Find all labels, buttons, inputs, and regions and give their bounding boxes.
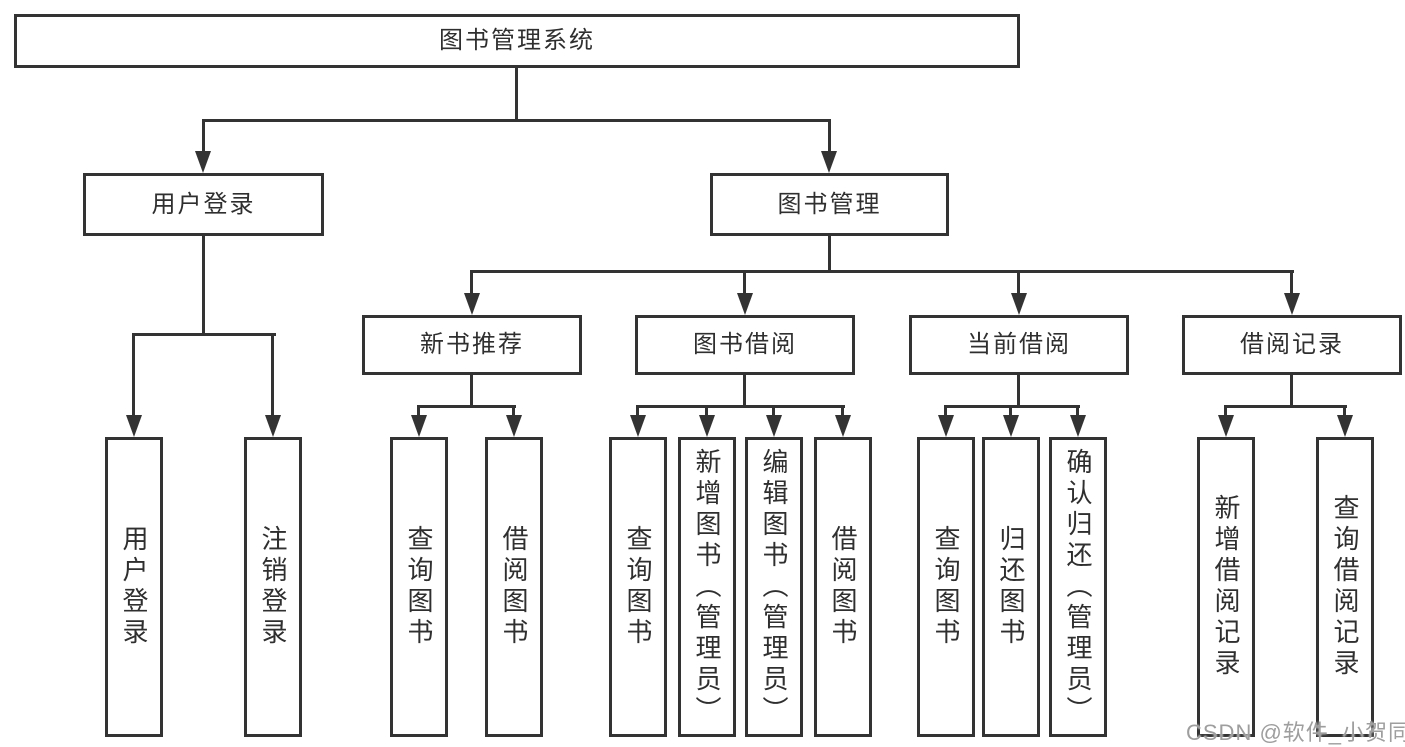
arrow-down-icon (411, 415, 427, 437)
node-root-label: 图书管理系统 (439, 27, 595, 54)
leaf-edit-book-admin-label: 编辑图书（管理员） (759, 447, 789, 727)
edge-recommend-stem (470, 373, 473, 407)
leaf-user-login: 用户登录 (105, 437, 163, 737)
arrow-down-icon (195, 151, 211, 173)
arrow-down-icon (766, 415, 782, 437)
arrow-down-icon (630, 415, 646, 437)
arrow-down-icon (1337, 415, 1353, 437)
arrow-down-icon (938, 415, 954, 437)
leaf-query-books-borrow-label: 查询图书 (623, 525, 653, 649)
node-root: 图书管理系统 (14, 14, 1020, 68)
edge-borrow-drop-1 (636, 405, 639, 419)
edge-current-bus (944, 405, 1080, 408)
edge-borrow-drop-4 (841, 405, 844, 419)
arrow-down-icon (1070, 415, 1086, 437)
node-current-borrow-label: 当前借阅 (967, 331, 1071, 358)
edge-borrow-drop-3 (772, 405, 775, 419)
node-user-login-label: 用户登录 (151, 190, 256, 218)
node-book-borrow: 图书借阅 (635, 315, 855, 375)
arrow-down-icon (1011, 293, 1027, 315)
leaf-borrow-books-borrow-label: 借阅图书 (828, 525, 858, 649)
edge-root-drop-right (828, 119, 831, 153)
arrow-down-icon (737, 293, 753, 315)
edge-records-stem (1290, 373, 1293, 407)
arrow-down-icon (699, 415, 715, 437)
edge-records-drop-1 (1224, 405, 1227, 419)
arrow-down-icon (1218, 415, 1234, 437)
edge-root-bus (202, 119, 831, 122)
node-book-management-label: 图书管理 (777, 190, 882, 218)
edge-borrow-drop-2 (705, 405, 708, 419)
edge-userlogin-drop-2 (271, 333, 274, 417)
leaf-edit-book-admin: 编辑图书（管理员） (745, 437, 803, 737)
edge-root-drop-left (202, 119, 205, 153)
edge-userlogin-bus (132, 333, 276, 336)
edge-userlogin-drop-1 (132, 333, 135, 417)
edge-recommend-bus (417, 405, 516, 408)
arrow-down-icon (265, 415, 281, 437)
leaf-add-book-admin-label: 新增图书（管理员） (692, 447, 722, 727)
arrow-down-icon (506, 415, 522, 437)
edge-current-drop-1 (944, 405, 947, 419)
leaf-user-login-label: 用户登录 (119, 525, 149, 649)
leaf-borrow-books-recommend-label: 借阅图书 (499, 525, 529, 649)
edge-current-drop-2 (1009, 405, 1012, 419)
leaf-borrow-books-recommend: 借阅图书 (485, 437, 543, 737)
arrow-down-icon (126, 415, 142, 437)
leaf-borrow-books-borrow: 借阅图书 (814, 437, 872, 737)
leaf-add-book-admin: 新增图书（管理员） (678, 437, 736, 737)
arrow-down-icon (1284, 293, 1300, 315)
leaf-confirm-return-admin-label: 确认归还（管理员） (1063, 447, 1093, 727)
csdn-watermark: CSDN @软件_小贺同学 (1186, 720, 1405, 745)
leaf-add-borrow-record-label: 新增借阅记录 (1211, 494, 1241, 680)
edge-recommend-drop-1 (417, 405, 420, 419)
leaf-logout: 注销登录 (244, 437, 302, 737)
edge-mgmt-stem (828, 234, 831, 272)
edge-records-bus (1224, 405, 1347, 408)
leaf-confirm-return-admin: 确认归还（管理员） (1049, 437, 1107, 737)
edge-borrow-stem (743, 373, 746, 407)
edge-mgmt-drop-3 (1017, 270, 1020, 295)
leaf-return-book: 归还图书 (982, 437, 1040, 737)
arrow-down-icon (464, 293, 480, 315)
edge-records-drop-2 (1343, 405, 1346, 419)
node-book-borrow-label: 图书借阅 (693, 331, 797, 358)
arrow-down-icon (835, 415, 851, 437)
edge-mgmt-bus (470, 270, 1294, 273)
edge-recommend-drop-2 (512, 405, 515, 419)
leaf-query-books-recommend: 查询图书 (390, 437, 448, 737)
node-new-book-recommend: 新书推荐 (362, 315, 582, 375)
edge-current-drop-3 (1076, 405, 1079, 419)
leaf-return-book-label: 归还图书 (996, 525, 1026, 649)
edge-current-stem (1017, 373, 1020, 407)
leaf-query-books-current-label: 查询图书 (931, 525, 961, 649)
leaf-query-books-recommend-label: 查询图书 (404, 525, 434, 649)
node-borrow-records: 借阅记录 (1182, 315, 1402, 375)
node-borrow-records-label: 借阅记录 (1240, 331, 1344, 358)
edge-mgmt-drop-4 (1290, 270, 1293, 295)
leaf-logout-label: 注销登录 (258, 525, 288, 649)
node-user-login: 用户登录 (83, 173, 324, 236)
leaf-query-books-borrow: 查询图书 (609, 437, 667, 737)
arrow-down-icon (1003, 415, 1019, 437)
edge-borrow-bus (636, 405, 845, 408)
node-current-borrow: 当前借阅 (909, 315, 1129, 375)
leaf-query-borrow-record: 查询借阅记录 (1316, 437, 1374, 737)
edge-mgmt-drop-2 (743, 270, 746, 295)
leaf-add-borrow-record: 新增借阅记录 (1197, 437, 1255, 737)
arrow-down-icon (821, 151, 837, 173)
leaf-query-borrow-record-label: 查询借阅记录 (1330, 494, 1360, 680)
leaf-query-books-current: 查询图书 (917, 437, 975, 737)
node-book-management: 图书管理 (710, 173, 949, 236)
node-new-book-recommend-label: 新书推荐 (420, 331, 524, 358)
edge-root-stem (515, 66, 518, 121)
edge-mgmt-drop-1 (470, 270, 473, 295)
edge-userlogin-stem (202, 234, 205, 335)
